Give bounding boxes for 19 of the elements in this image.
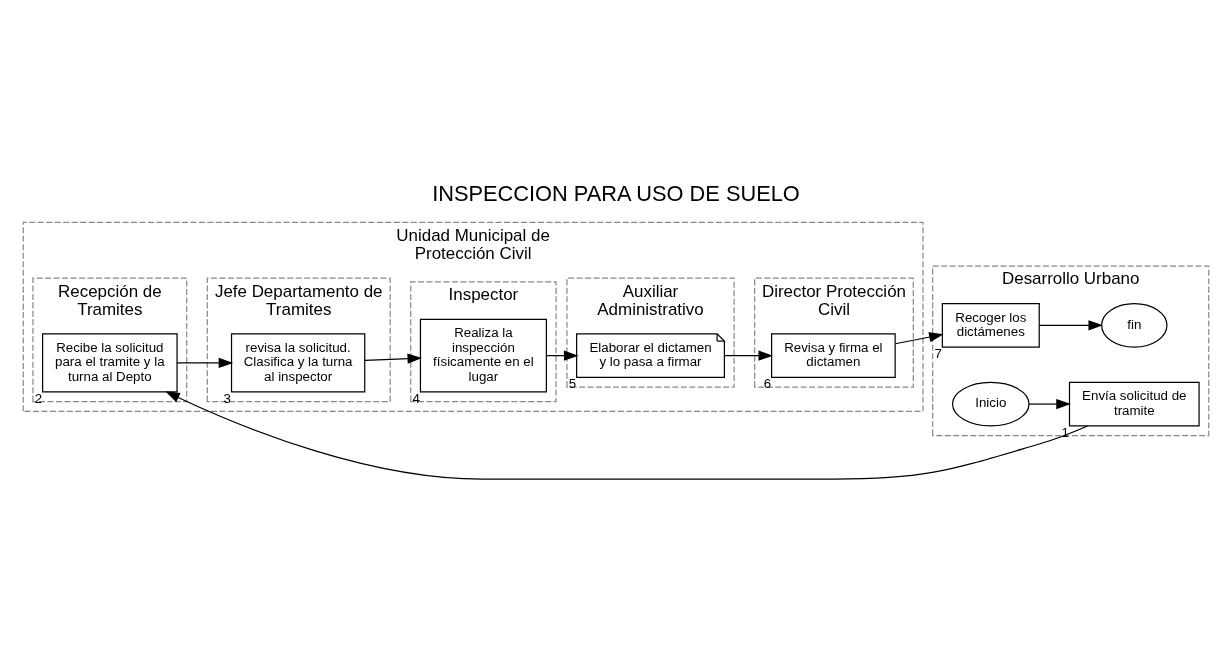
node-box: Recibe la solicitud para el tramite y la turna al Depto (42, 333, 178, 393)
diagram-title: INSPECCION PARA USO DE SUELO (432, 181, 800, 207)
node-label: 2 (34, 390, 43, 406)
arrow (723, 350, 773, 361)
arrow (176, 357, 234, 368)
node-label: 3 (223, 390, 231, 406)
node-box: Revisa y firma el dictamen (771, 333, 896, 379)
arrow (1028, 399, 1071, 410)
node-box: Realiza la inspección físicamente en el lugar (419, 318, 547, 393)
arrow (1038, 320, 1103, 331)
node-box: Envía solicitud de tramite (1068, 381, 1200, 427)
node-box: revisa la solicitud. Clasifica y la turna al inspector (230, 333, 366, 393)
node-label: 7 (934, 345, 942, 361)
arrow (364, 353, 423, 364)
arrow (894, 332, 944, 345)
node-label: 4 (412, 390, 420, 406)
node-ellipse: fin (1101, 302, 1168, 348)
node-ellipse: Inicio (951, 381, 1030, 427)
node-box: Recoger los dictámenes (941, 302, 1040, 348)
